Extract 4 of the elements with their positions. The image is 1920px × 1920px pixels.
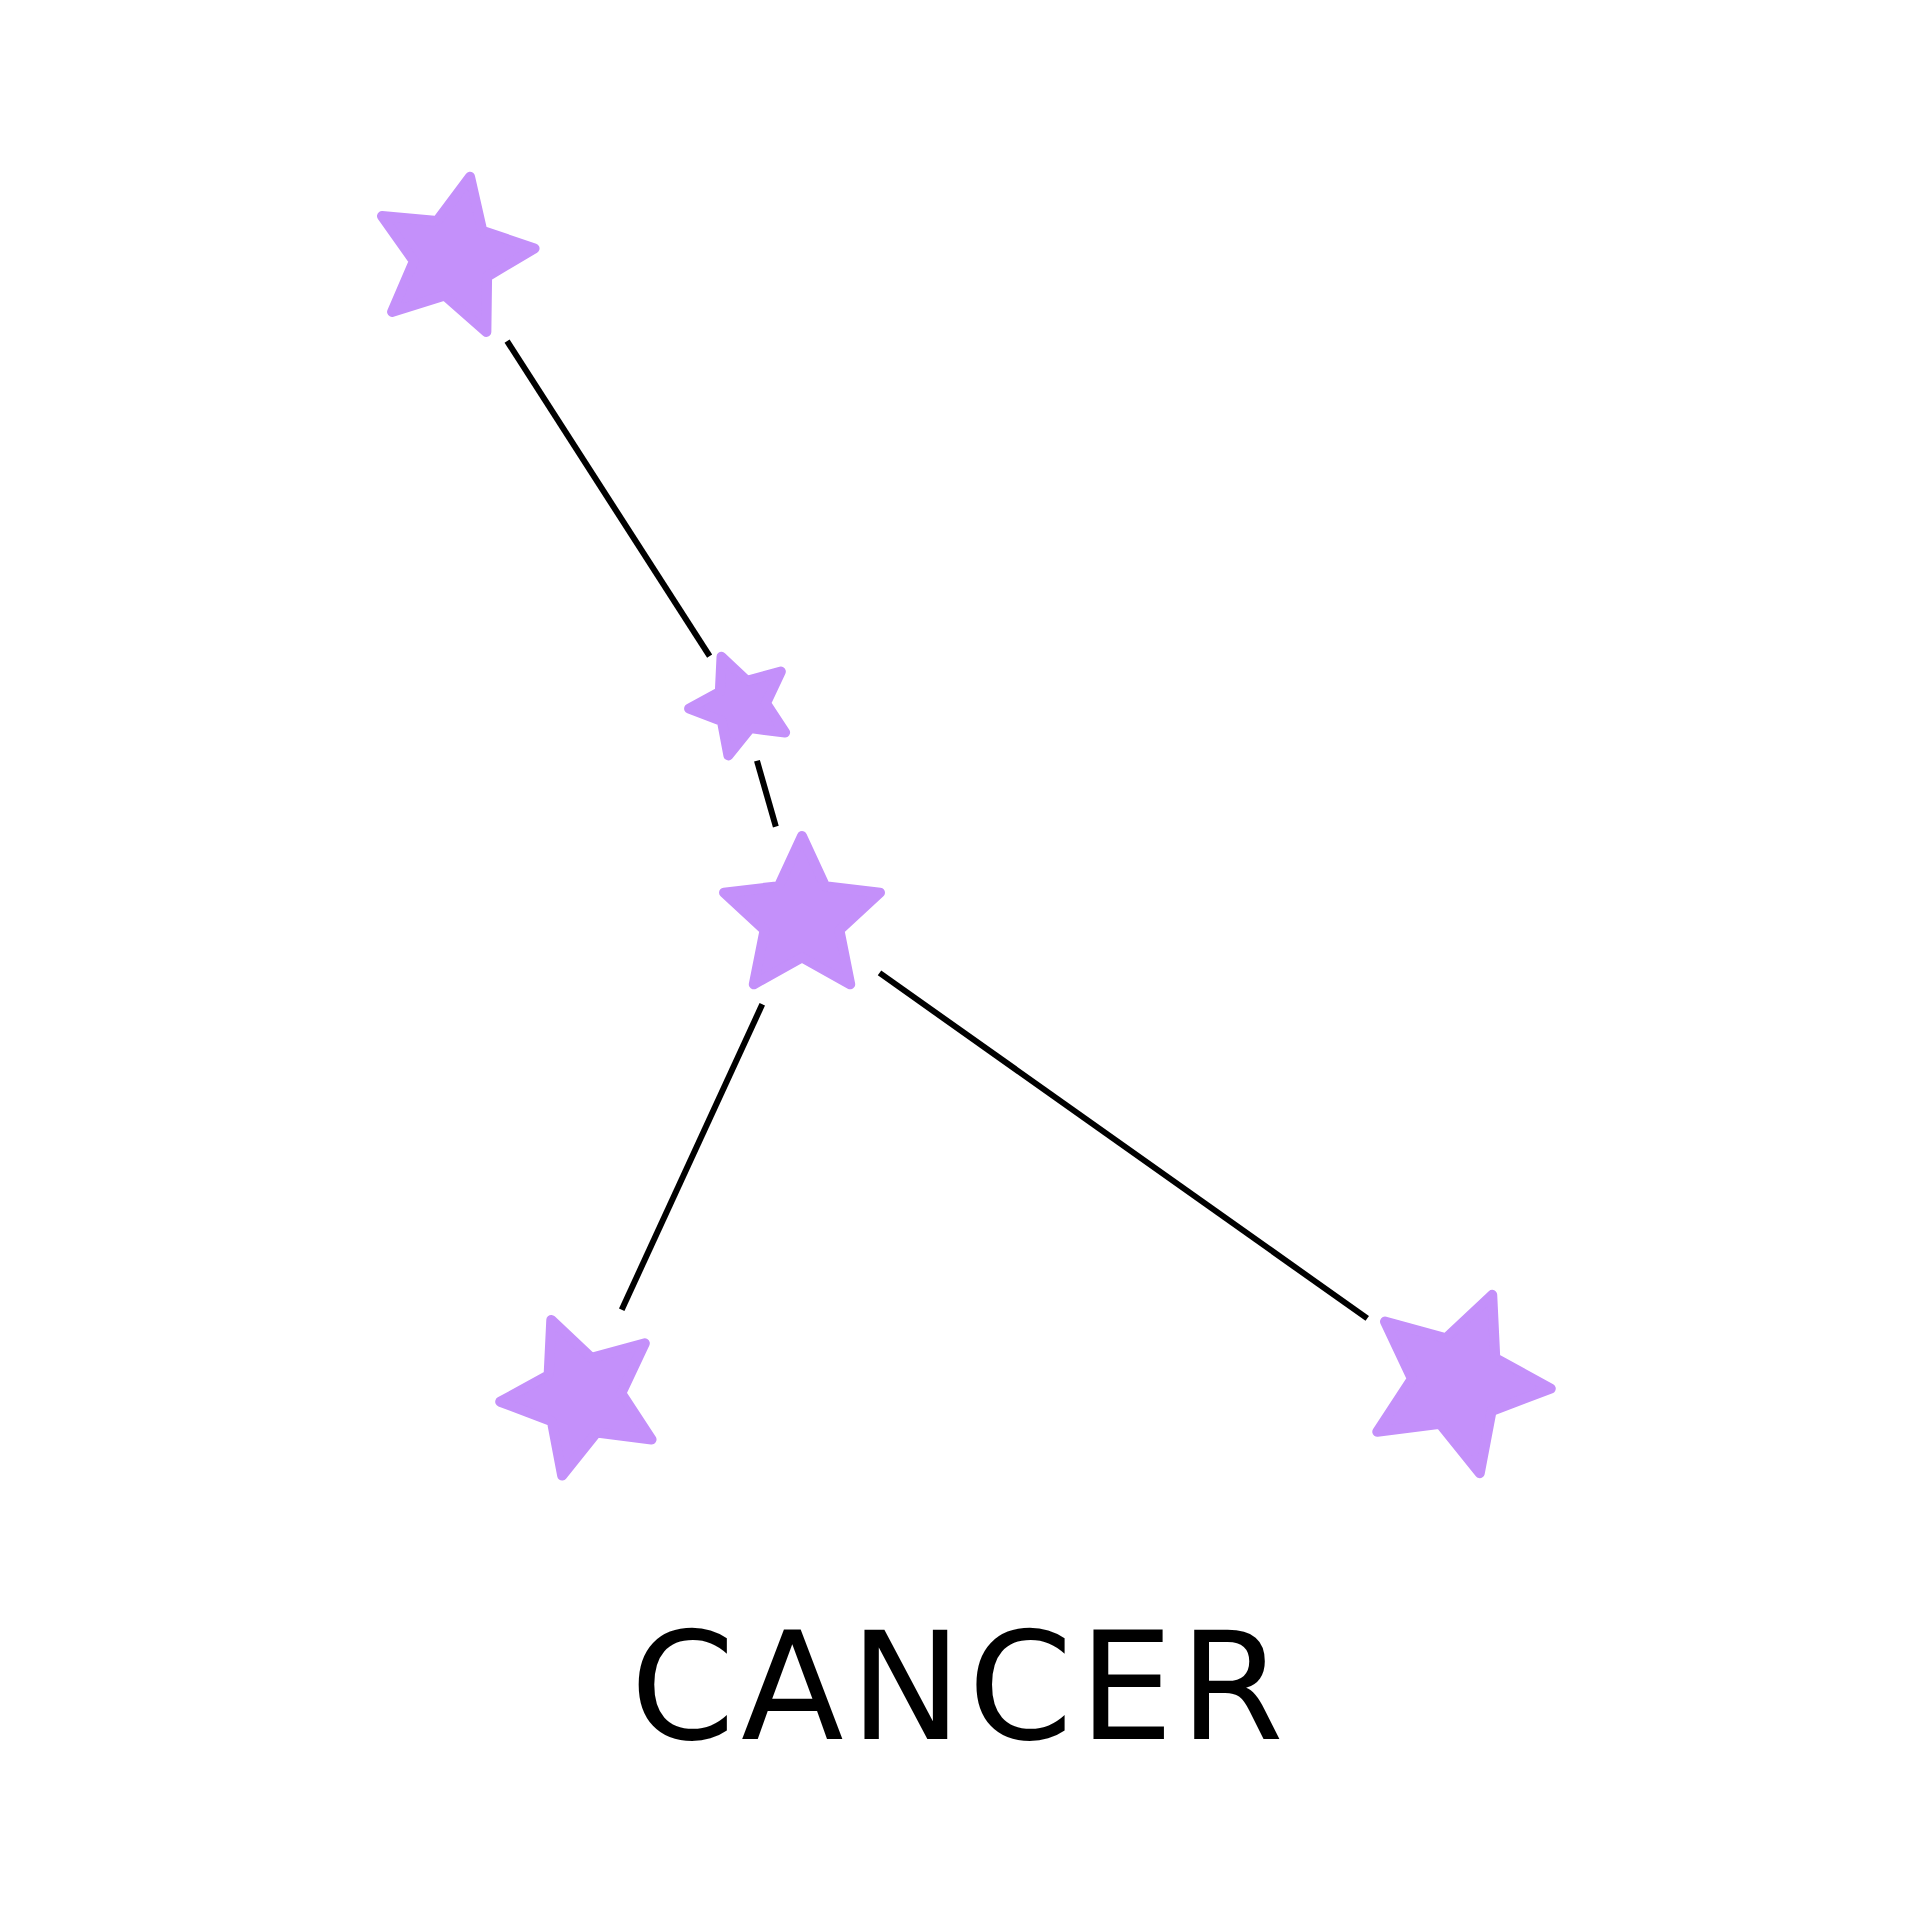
constellation-line — [504, 339, 713, 658]
title: CANCER — [630, 1600, 1290, 1774]
constellation-line — [877, 970, 1369, 1321]
constellation-line — [619, 1003, 765, 1311]
